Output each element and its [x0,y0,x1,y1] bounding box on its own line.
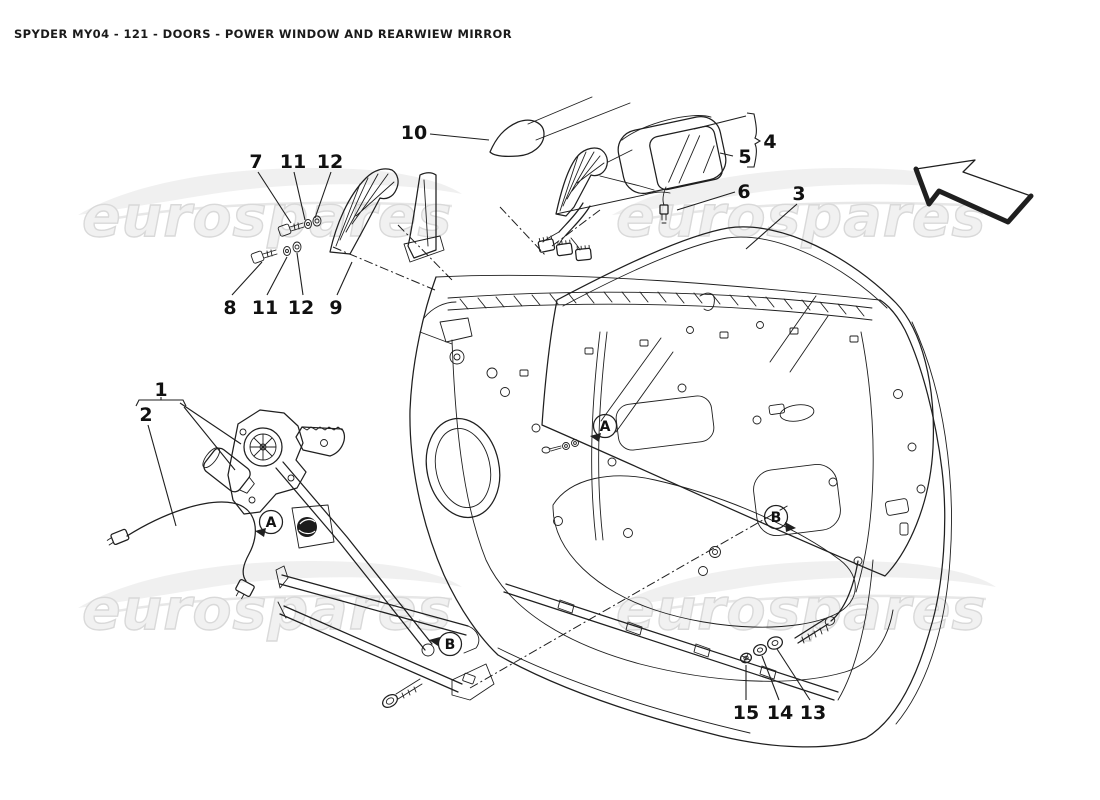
marker-a-door: A [590,413,618,442]
glass-reflections [600,292,829,433]
speaker-hole [425,417,501,519]
callout-13[interactable]: 13 [800,702,826,724]
swoosh-line [83,594,453,619]
hinge-detail [419,301,498,379]
mirror-assembly [537,115,727,262]
callout-5[interactable]: 5 [738,146,751,168]
watermark-text: eurospares [616,577,986,643]
callout-2[interactable]: 2 [139,404,152,426]
panel-nut [709,546,721,558]
callout-11-upper[interactable]: 11 [280,151,306,173]
belt-hatch [459,291,865,317]
lower-rail [277,601,495,701]
marker-b-regulator: B [429,631,463,657]
marker-arrow-icon [785,522,796,532]
motor-cable [106,501,256,600]
door-handle [768,403,815,422]
upper-rail [275,565,480,654]
marker-letter: B [445,637,456,653]
callout-10[interactable]: 10 [401,122,427,144]
callout-15[interactable]: 15 [733,702,759,724]
callout-3[interactable]: 3 [792,183,805,205]
swoosh-shape [612,560,996,608]
watermark-bottom-left: eurospares [78,560,462,644]
sector-gear-wing [295,426,345,457]
marker-arrow-icon [429,637,440,646]
window-regulator [106,409,495,708]
swoosh-line [83,201,453,226]
bracket-4 [746,112,762,168]
screw-lower [250,241,302,264]
callout-11-lower[interactable]: 11 [252,297,278,319]
watermark-top-left: eurospares [78,167,462,251]
motor-body [202,447,255,494]
door-mirror-screws [541,439,579,454]
marker-a-regulator: A [255,509,284,537]
callout-6[interactable]: 6 [737,181,750,203]
leader-lines [135,112,811,701]
regulator-screw [382,678,423,708]
marker-b-door: B [763,504,796,532]
cable-drum [291,504,335,549]
watermark-text: eurospares [82,577,452,643]
callout-12-lower[interactable]: 12 [288,297,314,319]
door-glass [541,226,935,577]
callout-9[interactable]: 9 [329,297,342,319]
watermark-text: eurospares [82,184,452,250]
mirror-glass [649,125,723,191]
construction-lines [332,206,790,689]
marker-arrow-icon [590,433,601,442]
motor-gear-disc [243,427,283,467]
marker-letter: B [771,510,782,526]
callout-14[interactable]: 14 [767,702,793,724]
adjuster-cable-group [739,560,859,664]
door-shell [409,274,952,748]
swoosh-shape [612,167,996,215]
screw-upper [277,215,322,237]
callout-12-upper[interactable]: 12 [317,151,343,173]
callout-8[interactable]: 8 [223,297,236,319]
callout-4[interactable]: 4 [763,131,776,153]
marker-letter: A [600,419,611,435]
panel-holes [500,321,917,576]
watermark-bottom-right: eurospares [612,560,996,644]
mirror-harness [537,202,592,262]
marker-letter: A [266,515,277,531]
direction-arrow-icon [913,159,1034,225]
mirror-gasket [489,119,545,157]
mirror-pigtail-bolt [659,186,669,224]
page-title: SPYDER MY04 - 121 - DOORS - POWER WINDOW… [14,27,512,41]
sill-clips [557,599,777,680]
marker-arrow-icon [255,528,266,537]
frame-hint-lines [527,96,631,141]
lock-detail [884,484,926,536]
swoosh-shape [78,560,462,608]
callout-1[interactable]: 1 [154,379,167,401]
swoosh-shape [78,167,462,215]
mirror-bracket-exploded [250,168,445,264]
callout-7[interactable]: 7 [249,151,262,173]
callout-labels: 1 2 3 4 5 6 7 8 9 10 11 12 11 12 13 14 1… [139,122,826,724]
